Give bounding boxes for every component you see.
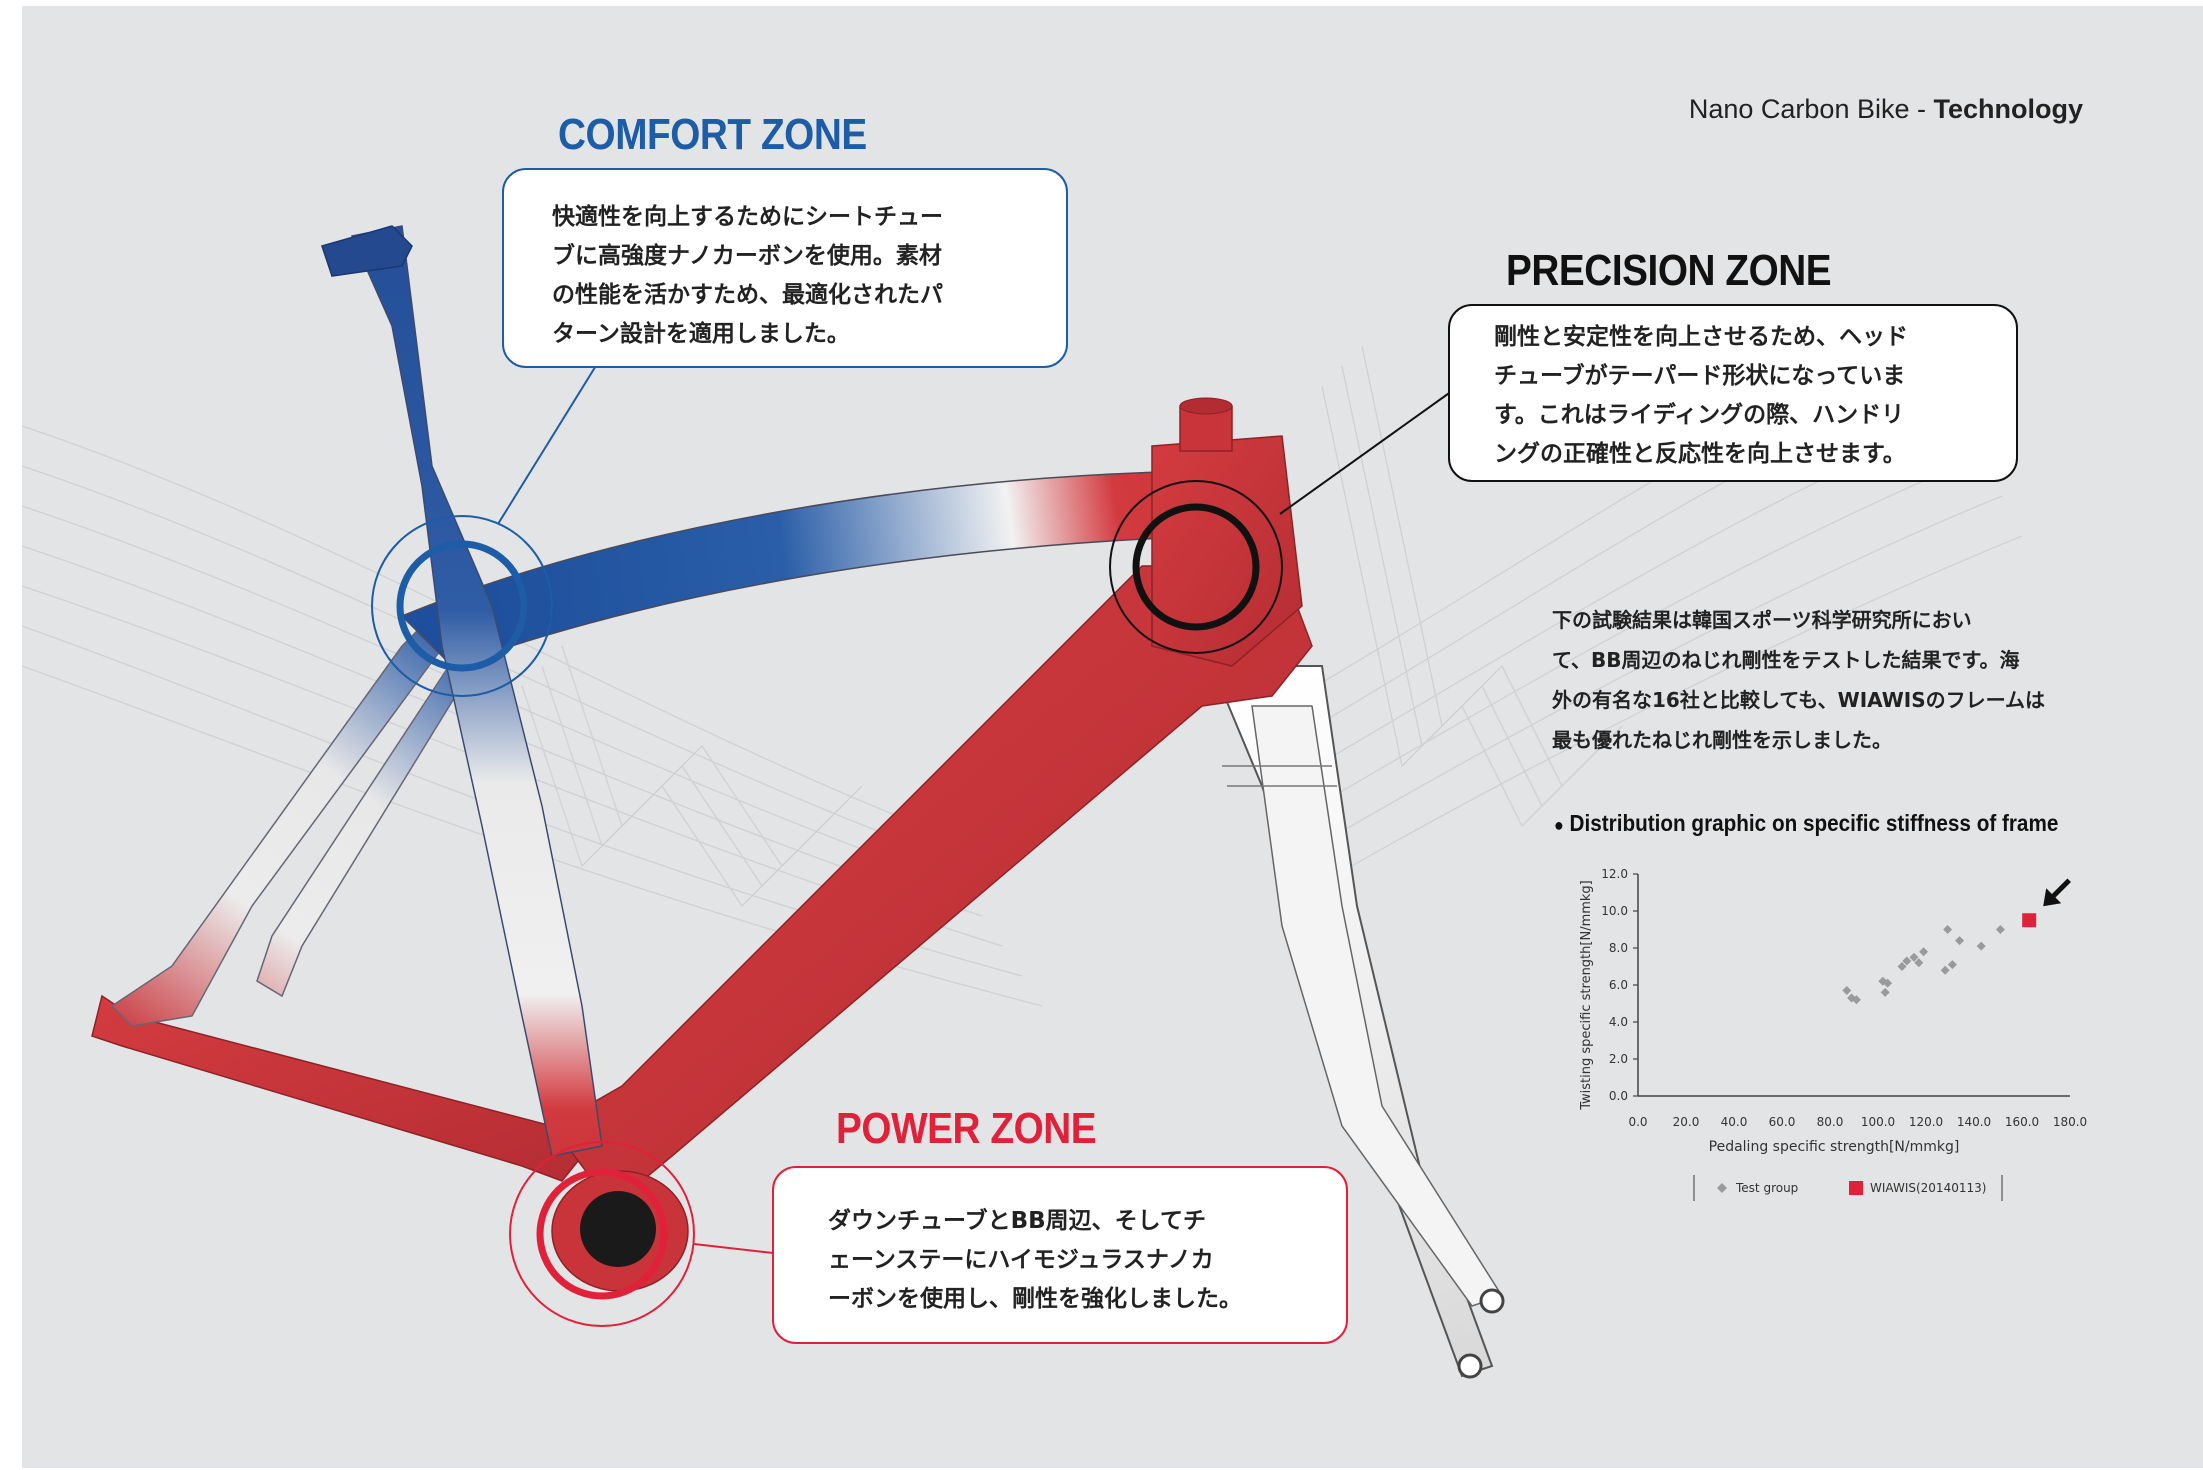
chart-title: ● Distribution graphic on specific stiff…: [1554, 810, 2058, 837]
y-tick-label: 0.0: [1609, 1089, 1628, 1103]
comfort-leader-line: [497, 355, 603, 525]
fork: [1210, 665, 1505, 1379]
power-zone-ring: [509, 1141, 695, 1327]
description-line-4: 最も優れたねじれ剛性を示しました。: [1552, 728, 1892, 752]
data-point-test-group: [1909, 952, 1919, 962]
bottom-bracket: [551, 1170, 689, 1292]
chainstay: [91, 994, 584, 1182]
description-line-1: 下の試験結果は韓国スポーツ科学研究所におい: [1552, 608, 1972, 632]
data-point-test-group: [1880, 987, 1890, 997]
data-point-test-group: [1947, 960, 1957, 970]
chart-title-text: Distribution graphic on specific stiffne…: [1569, 810, 2059, 836]
brand-text: Nano Carbon Bike -: [1688, 94, 1934, 124]
data-point-test-group: [1943, 925, 1953, 934]
data-point-test-group: [1995, 925, 2005, 934]
precision-line-4: ングの正確性と反応性を向上させます。: [1494, 441, 1906, 467]
x-tick-label: 100.0: [1861, 1115, 1895, 1129]
power-zone-title: POWER ZONE: [836, 1104, 1097, 1153]
data-point-test-group: [1940, 965, 1950, 975]
x-tick-label: 160.0: [2005, 1115, 2039, 1129]
comfort-line-4: ターン設計を適用しました。: [552, 321, 850, 347]
page-header: Nano Carbon Bike - Technology: [1689, 94, 2083, 125]
seat-tube: [350, 225, 603, 1157]
y-tick-label: 4.0: [1609, 1015, 1628, 1029]
precision-line-3: す。これはライディングの際、ハンドリ: [1494, 402, 1905, 428]
comfort-zone-title: COMFORT ZONE: [558, 110, 867, 159]
x-tick-label: 0.0: [1628, 1115, 1647, 1129]
legend-marker-test-group: [1717, 1183, 1727, 1193]
data-point-test-group: [1902, 956, 1912, 966]
data-point-test-group: [1955, 936, 1965, 946]
x-tick-label: 80.0: [1817, 1115, 1844, 1129]
description-line-3: 外の有名な16社と比較しても、WIAWISのフレームは: [1552, 688, 2046, 712]
x-tick-label: 120.0: [1909, 1115, 1943, 1129]
power-line-3: ーボンを使用し、剛性を強化しました。: [828, 1286, 1242, 1312]
y-tick-label: 8.0: [1609, 941, 1628, 955]
comfort-line-3: の性能を活かすため、最適化されたパ: [552, 282, 943, 308]
highlight-arrowhead-icon: [2043, 888, 2062, 907]
x-tick-label: 140.0: [1957, 1115, 1991, 1129]
y-tick-label: 6.0: [1609, 978, 1628, 992]
data-point-test-group: [1883, 978, 1893, 988]
y-axis-label: Twisting specific strength[N/mmkg]: [1579, 880, 1594, 1111]
precision-zone-title: PRECISION ZONE: [1506, 246, 1832, 295]
test-description: 下の試験結果は韓国スポーツ科学研究所におい て、BB周辺のねじれ剛性をテストした…: [1552, 600, 2045, 760]
data-point-test-group: [1914, 958, 1924, 968]
comfort-zone-callout: 快適性を向上するためにシートチュー ブに高強度ナノカーボンを使用。素材 の性能を…: [502, 168, 1068, 368]
data-point-test-group: [1842, 986, 1852, 996]
power-line-2: ェーンステーにハイモジュラスナノカ: [828, 1247, 1214, 1273]
y-tick-label: 10.0: [1601, 904, 1628, 918]
data-point-test-group: [1878, 976, 1888, 986]
x-tick-label: 40.0: [1721, 1115, 1748, 1129]
data-point-test-group: [1919, 947, 1929, 957]
x-tick-label: 60.0: [1769, 1115, 1796, 1129]
bike-frame-illustration: [22, 225, 2023, 1379]
section-text: Technology: [1933, 94, 2083, 124]
scatter-chart: 0.0 2.0 4.0 6.0 8.0 10.0 12.0 0.0 20.0 40.0 60.0 80…: [1579, 867, 2087, 1201]
page-background: Nano Carbon Bike - Technology COMFORT ZO…: [22, 6, 2203, 1468]
data-point-wiawis: [2022, 913, 2037, 928]
power-zone-callout: ダウンチューブとBB周辺、そしてチ ェーンステーにハイモジュラスナノカ ーボンを…: [772, 1166, 1348, 1344]
x-axis-label: Pedaling specific strength[N/mmkg]: [1709, 1139, 1960, 1155]
legend-label-wiawis: WIAWIS(20140113): [1870, 1181, 1986, 1195]
precision-zone-callout: 剛性と安定性を向上させるため、ヘッド チューブがテーパード形状になっていま す。…: [1448, 304, 2018, 482]
power-leader-line: [693, 1243, 783, 1255]
legend-marker-wiawis: [1849, 1181, 1863, 1195]
x-tick-label: 180.0: [2053, 1115, 2087, 1129]
seat-post-head: [321, 225, 413, 277]
legend-label-test-group: Test group: [1735, 1181, 1798, 1195]
seat-stay: [110, 605, 464, 1027]
power-line-1: ダウンチューブとBB周辺、そしてチ: [828, 1208, 1206, 1234]
data-point-test-group: [1897, 962, 1907, 971]
x-tick-label: 20.0: [1673, 1115, 1700, 1129]
data-point-test-group: [1976, 941, 1986, 951]
precision-leader-line: [1279, 390, 1453, 515]
precision-zone-ring: [1109, 480, 1283, 654]
y-tick-label: 2.0: [1609, 1052, 1628, 1066]
y-tick-label: 12.0: [1601, 867, 1628, 881]
precision-line-2: チューブがテーパード形状になっていま: [1494, 363, 1906, 389]
description-line-2: て、BB周辺のねじれ剛性をテストした結果です。海: [1552, 648, 2020, 672]
wireframe-pattern: [22, 335, 2023, 1007]
comfort-line-1: 快適性を向上するためにシートチュー: [552, 204, 943, 230]
comfort-line-2: ブに高強度ナノカーボンを使用。素材: [552, 243, 942, 269]
precision-line-1: 剛性と安定性を向上させるため、ヘッド: [1494, 324, 1908, 350]
chart-title-bullet: ●: [1554, 815, 1564, 835]
data-point-test-group: [1851, 995, 1861, 1005]
comfort-zone-ring: [371, 515, 553, 697]
